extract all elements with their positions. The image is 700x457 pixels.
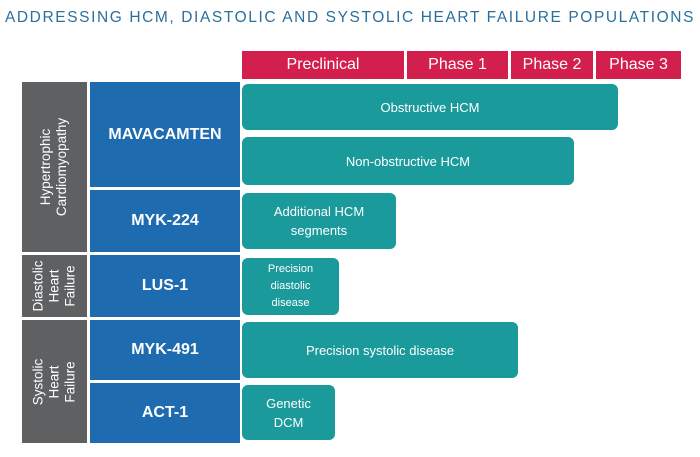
phase-header-preclinical: Preclinical: [242, 51, 404, 79]
program-mavacamten: MAVACAMTEN: [90, 82, 240, 187]
bar-genetic-dcm: Genetic DCM: [242, 385, 335, 440]
bar-obstructive-hcm: Obstructive HCM: [242, 84, 618, 130]
category-label: Hypertrophic Cardiomyopathy: [38, 117, 70, 217]
bar-additional-hcm-segments: Additional HCM segments: [242, 193, 396, 249]
program-act-1: ACT-1: [90, 383, 240, 443]
category-label: Diastolic Heart Failure: [30, 260, 78, 312]
program-myk-491: MYK-491: [90, 320, 240, 380]
page-title: ADDRESSING HCM, DIASTOLIC AND SYSTOLIC H…: [4, 9, 696, 26]
program-myk-224: MYK-224: [90, 190, 240, 252]
bar-non-obstructive-hcm: Non-obstructive HCM: [242, 137, 574, 185]
category-hypertrophic-cardiomyopathy: Hypertrophic Cardiomyopathy: [22, 82, 87, 252]
bar-precision-diastolic-disease: Precision diastolic disease: [242, 258, 339, 315]
category-diastolic-heart-failure: Diastolic Heart Failure: [22, 255, 87, 317]
program-lus-1: LUS-1: [90, 255, 240, 317]
phase-header-phase-3: Phase 3: [596, 51, 681, 79]
phase-header-phase-1: Phase 1: [407, 51, 508, 79]
bar-precision-systolic-disease: Precision systolic disease: [242, 322, 518, 378]
phase-header-phase-2: Phase 2: [511, 51, 593, 79]
category-systolic-heart-failure: Systolic Heart Failure: [22, 320, 87, 443]
category-label: Systolic Heart Failure: [30, 358, 78, 405]
